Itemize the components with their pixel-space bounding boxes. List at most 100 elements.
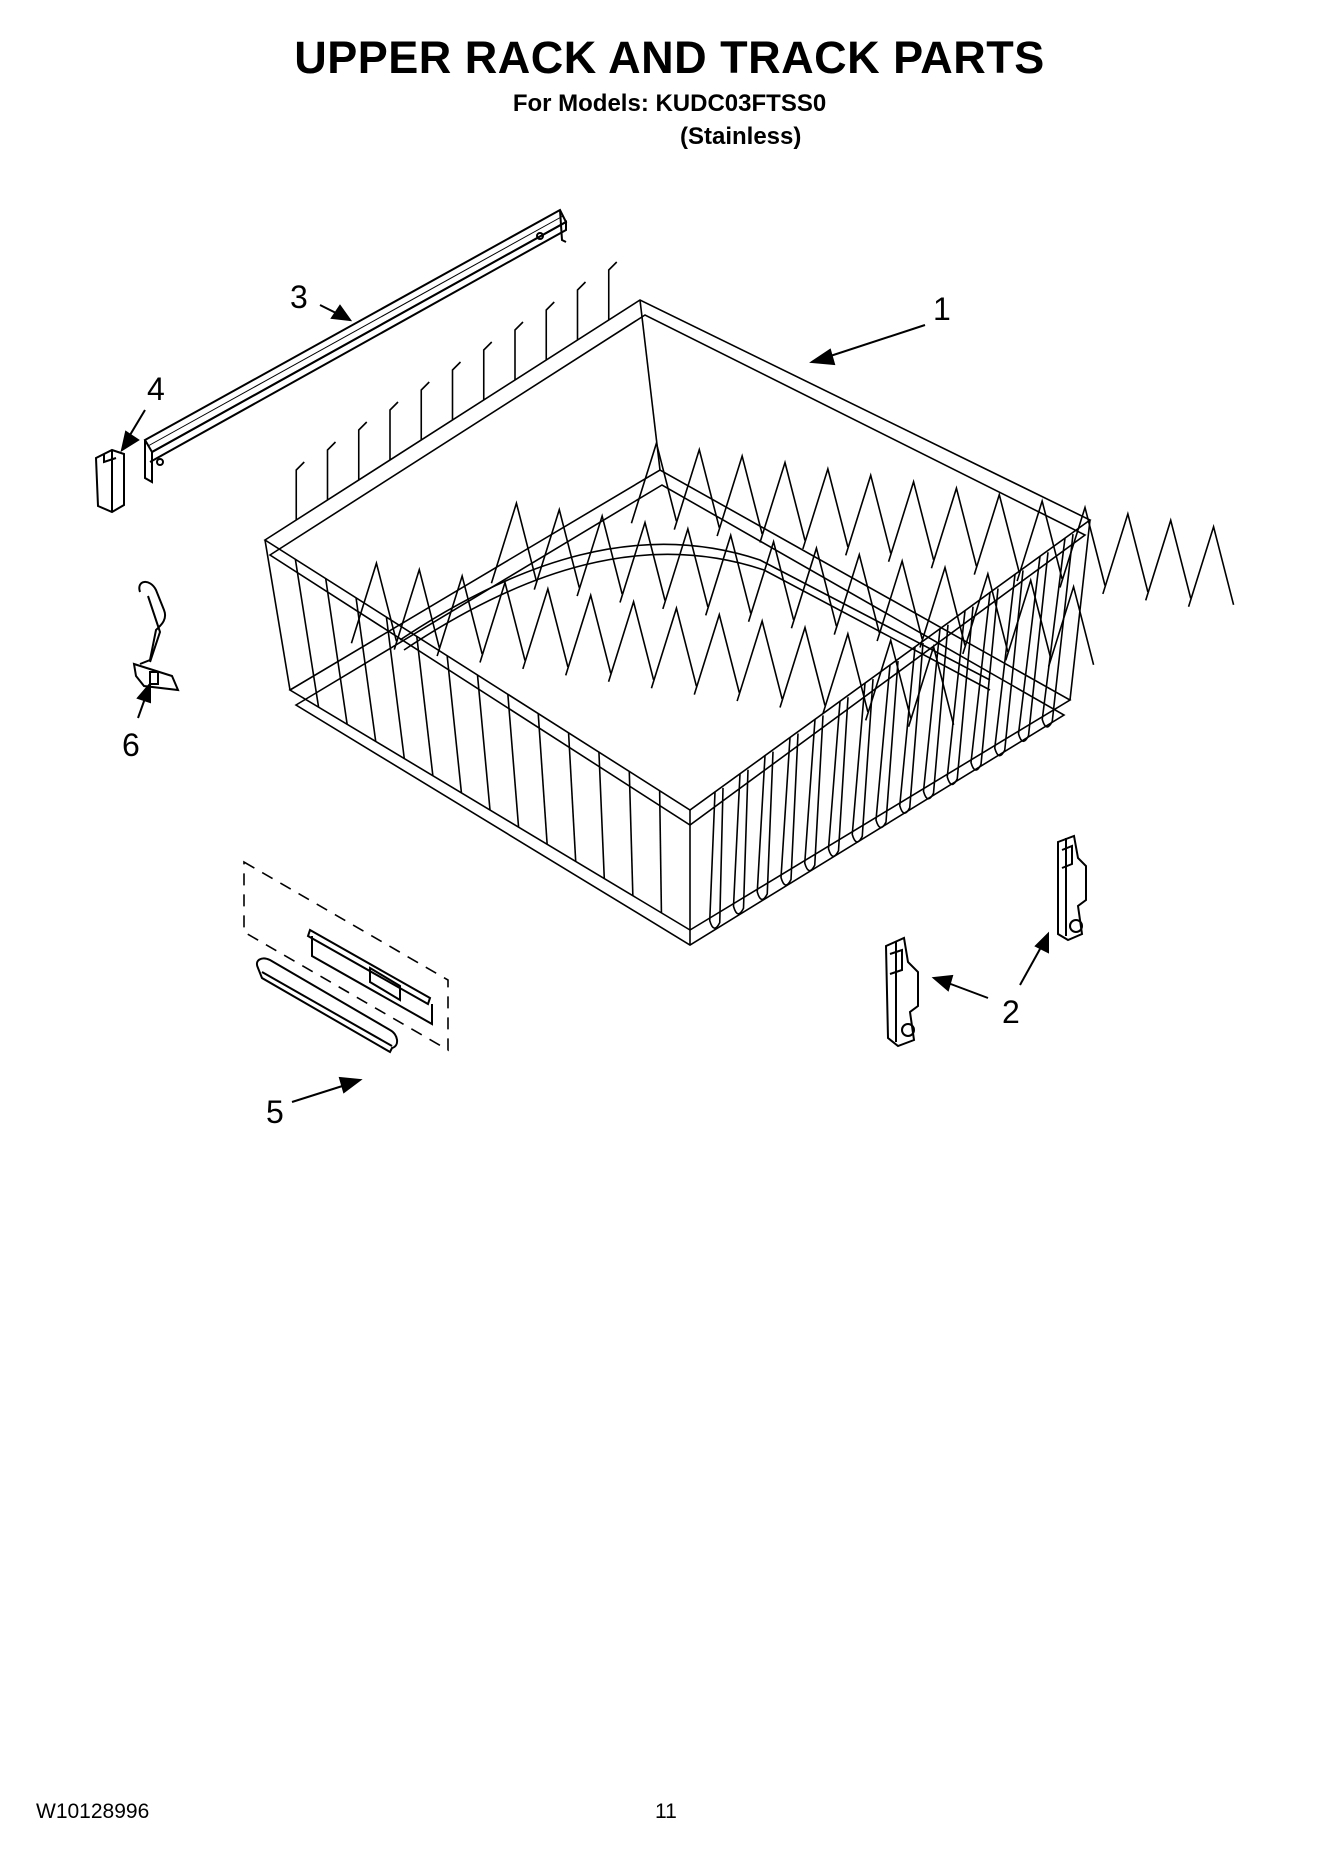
rack-wire (973, 491, 1021, 575)
track-rail-part (143, 208, 568, 484)
rack-wire (716, 453, 763, 537)
rack-wire (628, 771, 634, 896)
rack-roller-part-left (884, 936, 919, 1048)
rack-wire (507, 694, 520, 828)
callout-3: 3 (290, 279, 308, 315)
rack-wire (1016, 498, 1063, 582)
rack-wire (607, 261, 618, 320)
rack-wire (898, 642, 924, 814)
rack-handle-part (243, 860, 449, 1054)
rack-wire (1102, 511, 1149, 595)
rack-wire (887, 478, 935, 563)
rack-roller-part-right (1057, 834, 1087, 942)
document-number: W10128996 (36, 1800, 150, 1823)
callout-4: 4 (147, 371, 165, 407)
rack-wire (436, 573, 483, 657)
rack-wire (779, 624, 826, 708)
rack-wire (389, 401, 399, 460)
rack-wire (802, 466, 849, 550)
rack-wire (576, 513, 623, 597)
rack-wire (598, 752, 606, 879)
rack-wire (693, 611, 741, 695)
rack-wire (564, 592, 612, 676)
rack-wire (662, 526, 709, 610)
rack-wire (350, 560, 398, 644)
rack-wire (545, 301, 555, 360)
rack-wire (294, 559, 320, 708)
rack-wire (1059, 504, 1106, 588)
rack-wire (522, 586, 569, 670)
rack-wire (420, 381, 430, 440)
rack-wire (822, 631, 869, 715)
rack-wire (1017, 552, 1049, 743)
rack-wire (673, 446, 721, 530)
rack-wire (827, 697, 849, 858)
rack-wire (415, 636, 434, 776)
rack-wire (1047, 583, 1095, 668)
rack-wire (1144, 517, 1192, 601)
rack-clip-part (132, 581, 180, 692)
rack-wire (619, 519, 666, 603)
rack-wire (919, 564, 966, 648)
rack-wire (876, 558, 923, 642)
rack-wire (451, 361, 462, 420)
rack-wire (708, 787, 724, 929)
rack-wire (393, 566, 441, 650)
rack-wire (851, 679, 874, 843)
rack-wire (1187, 523, 1235, 608)
rack-wire (756, 751, 774, 901)
callout-arrows (120, 304, 1049, 1103)
rack-wire (446, 655, 463, 793)
rack-wire (476, 674, 491, 811)
callout-1: 1 (933, 291, 951, 327)
callout-6: 6 (122, 727, 140, 763)
rack-wire (780, 733, 799, 886)
rack-wire (946, 606, 974, 786)
rack-wire (803, 715, 824, 872)
rack-wire (490, 500, 538, 584)
rack-wire (833, 551, 881, 635)
rack-wire (658, 790, 663, 913)
rack-wire (970, 588, 999, 771)
rack-wire (479, 579, 526, 663)
rack-wire (930, 485, 978, 569)
track-end-cap-part (94, 448, 125, 514)
rack-wire (907, 643, 955, 728)
rack-wire (295, 461, 305, 520)
page-title: UPPER RACK AND TRACK PARTS (294, 32, 1045, 83)
rack-wire (630, 440, 678, 524)
callout-2: 2 (1002, 994, 1020, 1030)
rack-wire (704, 532, 752, 616)
upper-rack-part (263, 261, 1235, 946)
rack-wire (326, 441, 337, 500)
rack-wire (482, 341, 493, 400)
finish-label: (Stainless) (680, 123, 802, 150)
models-line: For Models: KUDC03FTSS0 (512, 90, 827, 117)
rack-wire (650, 605, 698, 689)
rack-wire (533, 506, 581, 590)
callout-5: 5 (266, 1094, 284, 1130)
rack-wire (736, 618, 783, 702)
rack-wire (385, 617, 406, 759)
rack-wire (357, 421, 368, 480)
rack-wire (324, 578, 348, 725)
rack-wire (875, 660, 899, 829)
page-number: 11 (655, 1800, 677, 1823)
rack-wire (1004, 577, 1052, 661)
rack-wire (747, 538, 795, 623)
rack-wire (537, 713, 548, 845)
rack-wire (567, 732, 577, 862)
rack-wire (355, 597, 377, 742)
rack-wire (1041, 534, 1074, 728)
rack-wire (732, 769, 749, 915)
rack-wire (844, 472, 892, 556)
rack-wire (759, 459, 806, 543)
rack-wire (607, 598, 655, 683)
rack-wire (576, 281, 587, 340)
rack-wire (993, 570, 1024, 757)
rack-wire (922, 624, 949, 800)
rack-wire (864, 637, 912, 721)
rack-wire (514, 321, 524, 380)
rack-wire (790, 545, 838, 629)
